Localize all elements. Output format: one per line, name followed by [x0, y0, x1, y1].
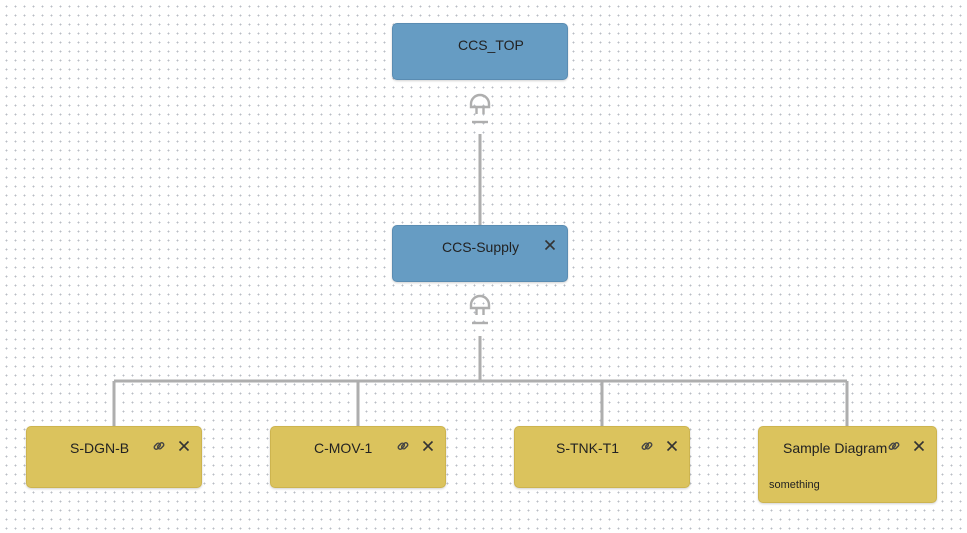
node-title: CCS-Supply [442, 239, 520, 255]
close-icon[interactable] [542, 237, 558, 253]
close-icon[interactable] [420, 438, 436, 454]
node-title: Sample Diagram [783, 440, 888, 456]
node-title: S-TNK-T1 [556, 440, 619, 456]
node-title: CCS_TOP [458, 37, 524, 53]
node-title: S-DGN-B [70, 440, 130, 456]
link-icon[interactable] [395, 438, 411, 454]
link-icon[interactable] [151, 438, 167, 454]
node-ccs-top[interactable]: CCS_TOP [392, 23, 568, 80]
node-title: C-MOV-1 [314, 440, 373, 456]
node-c-mov-1[interactable]: C-MOV-1 [270, 426, 446, 488]
close-icon[interactable] [176, 438, 192, 454]
node-sample-diagram[interactable]: Sample Diagram something [758, 426, 937, 503]
node-s-dgn-b[interactable]: S-DGN-B [26, 426, 202, 488]
close-icon[interactable] [911, 438, 927, 454]
link-icon[interactable] [639, 438, 655, 454]
node-subtitle: something [769, 479, 820, 491]
node-s-tnk-t1[interactable]: S-TNK-T1 [514, 426, 690, 488]
close-icon[interactable] [664, 438, 680, 454]
plug-icon [467, 287, 493, 327]
node-ccs-supply[interactable]: CCS-Supply [392, 225, 568, 282]
link-icon[interactable] [886, 438, 902, 454]
plug-icon [467, 86, 493, 126]
